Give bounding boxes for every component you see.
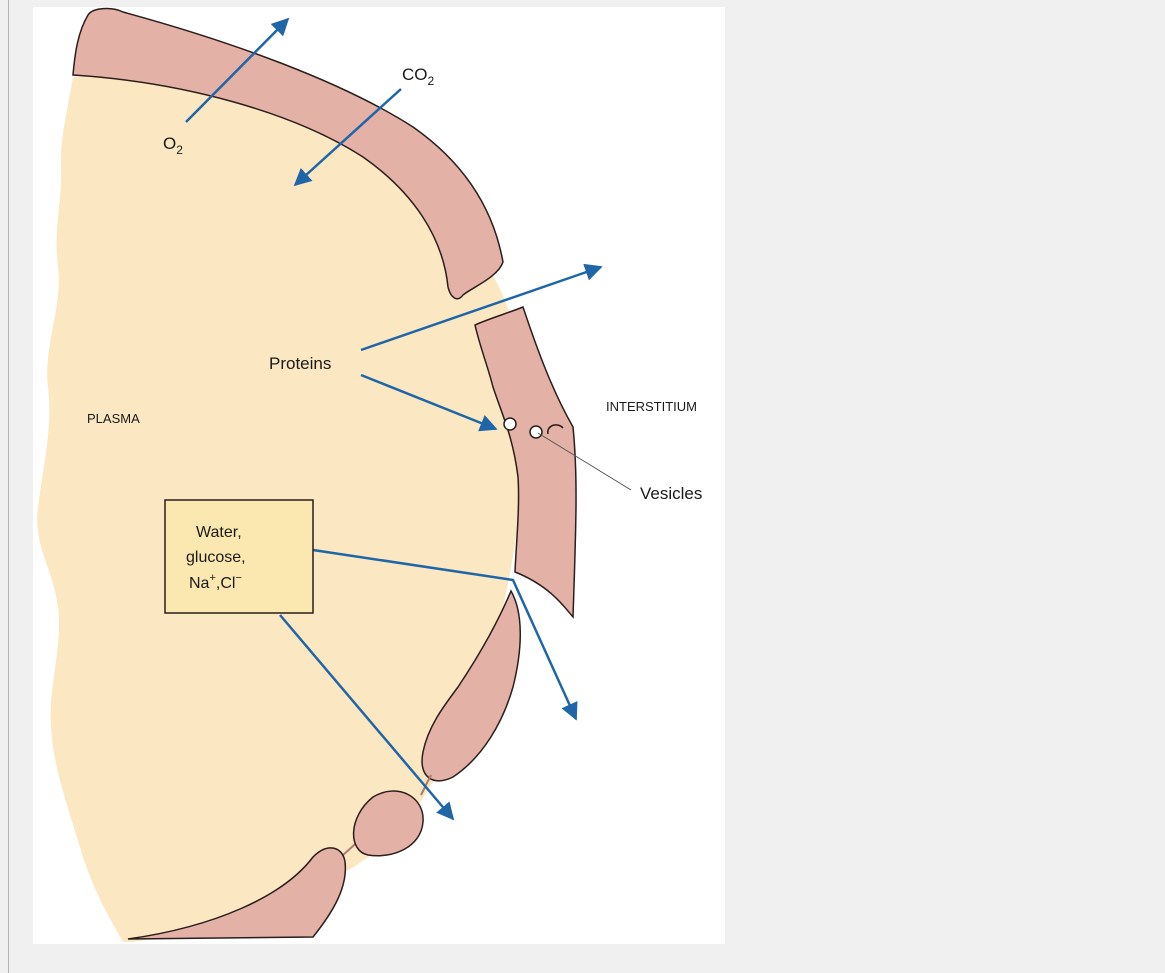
endothelial-wall-top [72, 7, 504, 300]
solute-box-line2: glucose, [186, 549, 246, 566]
vesicle [503, 417, 517, 431]
water-arrow-lower [279, 614, 455, 821]
vesicles-label: Vesicles [640, 484, 702, 503]
endothelial-wall-lower [421, 589, 522, 782]
endothelial-wall-bottom [127, 847, 347, 940]
interstitium-label: INTERSTITIUM [606, 399, 697, 414]
left-border [0, 0, 9, 973]
diagram-canvas: O2 CO2 Proteins PLASMA INTERSTITIUM Vesi… [33, 7, 725, 944]
solute-box-line3: Na+,Cl− [189, 572, 242, 592]
capillary-diagram: O2 CO2 Proteins PLASMA INTERSTITIUM Vesi… [37, 7, 702, 942]
o2-label: O2 [163, 134, 183, 157]
vesicle-pocket [547, 424, 564, 435]
proteins-arrow-vesicle [360, 373, 498, 432]
vesicles-leader-line [537, 432, 632, 491]
cell-junction [420, 774, 432, 796]
water-arrow-junction [312, 548, 578, 721]
co2-label: CO2 [402, 65, 435, 88]
vesicle [529, 425, 543, 439]
endothelial-wall-middle [474, 305, 577, 619]
proteins-label: Proteins [269, 354, 331, 373]
endothelial-cell-round [352, 790, 424, 857]
solute-box-line1: Water, [196, 524, 242, 541]
solute-box [164, 499, 314, 614]
plasma-label: PLASMA [87, 411, 140, 426]
o2-arrow [185, 17, 290, 123]
proteins-arrow-out [360, 263, 603, 352]
co2-arrow [293, 88, 402, 187]
